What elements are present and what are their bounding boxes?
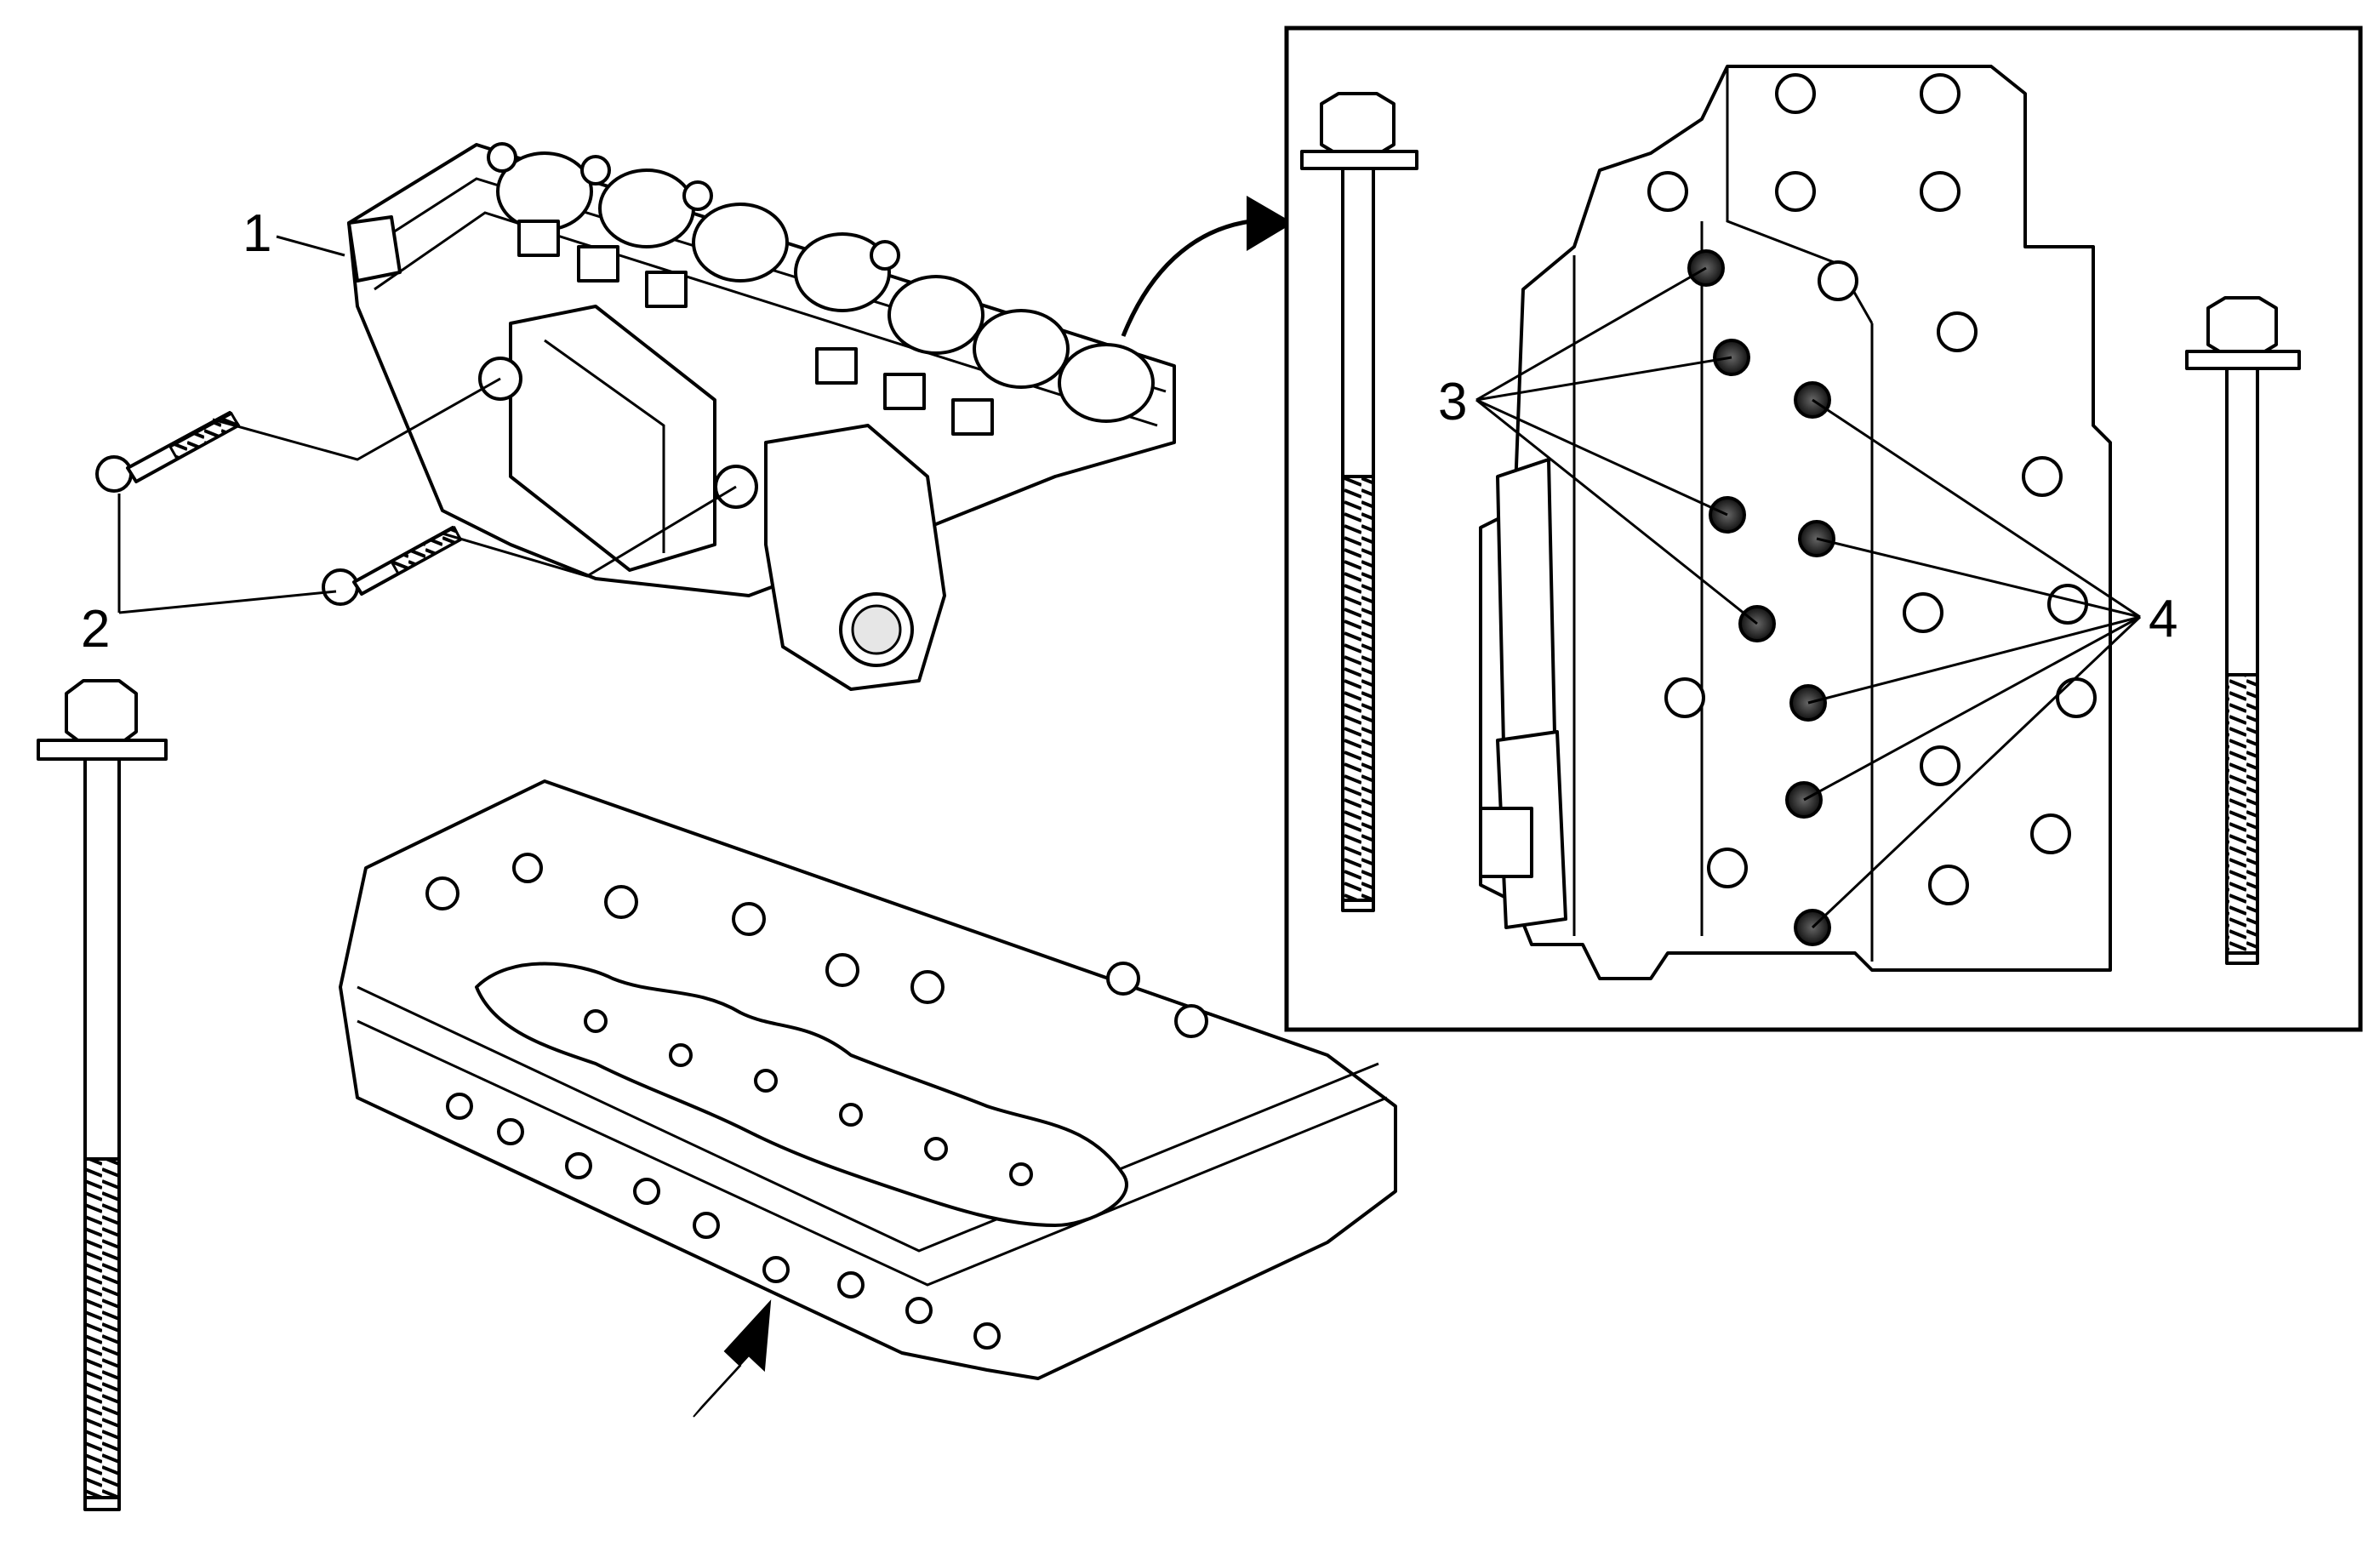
solenoid-row: [487, 142, 1155, 423]
long-bolt-left: [37, 679, 168, 1511]
detail-arrow: [1121, 196, 1293, 337]
long-bolt-inset-right: [2185, 296, 2301, 965]
long-bolt-inset-left: [1300, 92, 1418, 912]
bolt-upper: [95, 411, 241, 493]
control-solenoid-body-assembly: [347, 142, 1176, 691]
bolt-lower: [322, 525, 462, 606]
callout-1: 1: [243, 204, 271, 263]
detail-inset: 3 4: [1284, 26, 2363, 1032]
callout-2: 2: [81, 600, 110, 659]
location-arrow: [693, 1299, 772, 1418]
valve-body-plate: [339, 779, 1397, 1380]
callout-4: 4: [2149, 590, 2177, 648]
callout-3: 3: [1438, 373, 1467, 431]
